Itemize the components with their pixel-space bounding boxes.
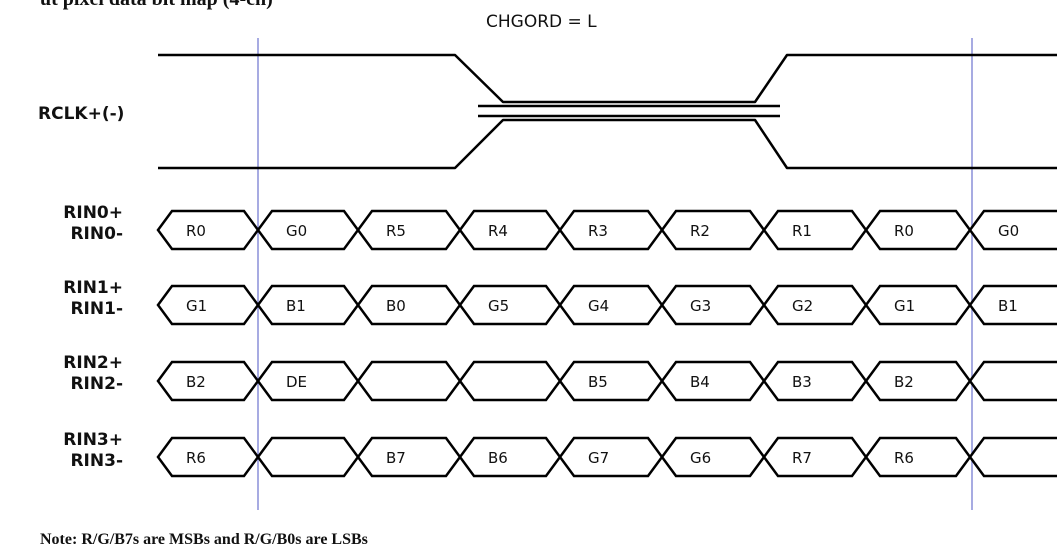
bit-cell [558,209,664,251]
lane-label-pos: RIN1+ [63,278,123,298]
bit-order-note: Note: R/G/B7s are MSBs and R/G/B0s are L… [40,531,368,548]
bit-cell-label: R7 [792,449,812,467]
bit-cell [356,284,462,326]
rclk-positive-trace [158,53,1057,104]
bit-cell [864,436,972,478]
rclk-label: RCLK+(-) [38,104,125,124]
bit-cell [558,436,664,478]
bit-cell [660,209,766,251]
bit-cell [156,209,260,251]
lane-label-neg: RIN1- [70,299,123,319]
bit-cell-label: DE [286,373,307,391]
bit-cell [356,360,462,402]
bit-cell-label: R4 [488,222,508,240]
bit-cell [256,436,360,478]
lane-label-neg: RIN0- [70,224,123,244]
bit-cell [864,284,972,326]
bit-cell-label: G1 [894,297,915,315]
bit-cell-label: G3 [690,297,711,315]
lane-label-neg: RIN3- [70,451,123,471]
bit-cell [660,284,766,326]
bit-cell [968,436,1057,478]
bit-cell [762,436,868,478]
bit-cell [458,360,562,402]
bit-cell-label: G6 [690,449,711,467]
bit-cell-label: G1 [186,297,207,315]
bit-cell [968,360,1057,402]
bit-cell-label: G5 [488,297,509,315]
bit-cell [156,284,260,326]
lane-label-rin3: RIN3+ RIN3- [50,430,123,472]
bit-cell [256,360,360,402]
bit-cell [762,209,868,251]
lane-label-pos: RIN2+ [63,353,123,373]
lane-label-rin1: RIN1+ RIN1- [50,278,123,320]
bit-cell [256,209,360,251]
bit-cell [660,360,766,402]
bit-cell [968,284,1057,326]
bit-cell [156,436,260,478]
bit-cell-label: B7 [386,449,406,467]
bit-cell [968,209,1057,251]
bit-cell-label: G0 [286,222,307,240]
bit-cell-label: R6 [186,449,206,467]
bit-cell [558,360,664,402]
bit-cell [458,284,562,326]
bit-cell-label: R0 [894,222,914,240]
lane-label-pos: RIN3+ [63,430,123,450]
bit-cell-label: R2 [690,222,710,240]
bit-cell-label: B2 [894,373,914,391]
bit-cell-label: B4 [690,373,710,391]
bit-cell-label: G2 [792,297,813,315]
bit-cell [660,436,766,478]
lane-label-pos: RIN0+ [63,203,123,223]
bit-cell-label: B1 [998,297,1018,315]
bit-cell [762,284,868,326]
bit-cell [762,360,868,402]
bit-cell [256,284,360,326]
bit-cell-label: G4 [588,297,609,315]
bit-cell [356,436,462,478]
chgord-label: CHGORD = L [486,12,597,32]
bit-cell-label: G7 [588,449,609,467]
lane-label-rin0: RIN0+ RIN0- [50,203,123,245]
bit-cell [558,284,664,326]
bit-cell-label: B0 [386,297,406,315]
rclk-negative-trace [158,118,1057,170]
bit-cell [356,209,462,251]
bit-cell-label: B3 [792,373,812,391]
bit-cell [156,360,260,402]
bit-cell-label: B2 [186,373,206,391]
lane-label-rin2: RIN2+ RIN2- [50,353,123,395]
bit-cell-label: G0 [998,222,1019,240]
bit-cell [458,436,562,478]
bit-cell [458,209,562,251]
bit-cell-label: R5 [386,222,406,240]
bit-cell [864,209,972,251]
diagram-title-cut: ut pixel data bit map (4-ch) [40,0,273,11]
bit-cell-label: B5 [588,373,608,391]
bit-cell-label: R1 [792,222,812,240]
bit-cell-label: R0 [186,222,206,240]
bit-cell [864,360,972,402]
lane-label-neg: RIN2- [70,374,123,394]
bit-cell-label: B6 [488,449,508,467]
bit-cell-label: B1 [286,297,306,315]
bit-cell-label: R3 [588,222,608,240]
bit-cell-label: R6 [894,449,914,467]
